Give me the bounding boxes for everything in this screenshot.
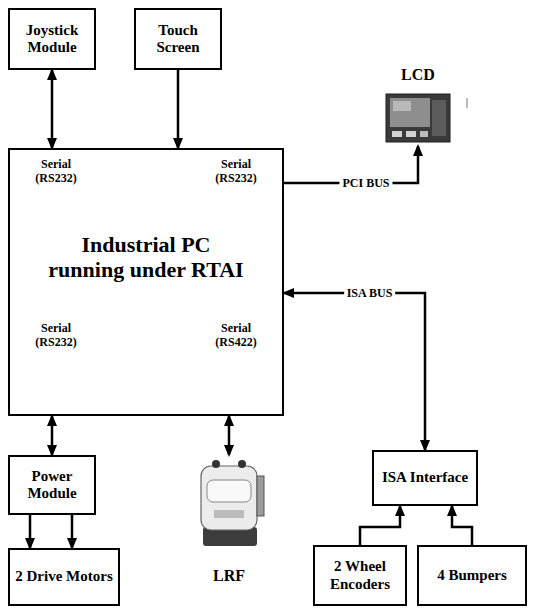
box-label: 4 Bumpers (437, 567, 507, 584)
box-label: 2 Drive Motors (15, 568, 112, 585)
port-label: Serial (RS422) (204, 322, 268, 350)
lcd-picture (386, 94, 468, 142)
motor-box: 2 Drive Motors (8, 548, 120, 606)
lcd-device: LCD (374, 66, 462, 146)
connector (177, 70, 180, 148)
box-label: Touch Screen (140, 22, 216, 57)
lcd-connector (432, 100, 446, 136)
lcd-chip (392, 131, 402, 137)
lcd-chip (420, 131, 428, 137)
port-label: Serial (RS232) (24, 322, 88, 350)
interface-box: ISA Interface (372, 450, 478, 506)
lcd-screen (390, 98, 430, 127)
module-box: Joystick Module (8, 8, 96, 70)
module-box: Power Module (8, 455, 96, 515)
lrf-body (201, 466, 257, 530)
lrf-window (207, 480, 251, 502)
sensor-box: 4 Bumpers (417, 545, 527, 606)
port-label: Serial (RS232) (204, 158, 268, 186)
lrf-bracket (257, 476, 264, 516)
connector (71, 515, 74, 548)
connector (29, 515, 32, 548)
port-label: Serial (RS232) (24, 158, 88, 186)
connector (284, 293, 425, 450)
lrf-knob (238, 460, 246, 468)
box-label: ISA Interface (382, 469, 468, 486)
device-label: LCD (374, 66, 462, 84)
pc-box: Serial (RS232) Serial (RS232) Industrial P… (8, 148, 284, 416)
connector (228, 416, 231, 455)
module-box: Touch Screen (134, 8, 222, 70)
lcd-mark (466, 98, 468, 108)
pc-title: Industrial PC running under RTAI (44, 232, 248, 283)
sensor-box: 2 Wheel Encoders (313, 545, 407, 606)
lcd-chip (406, 131, 416, 137)
connector (51, 416, 54, 455)
connector (452, 506, 472, 545)
lrf-plate (214, 510, 244, 518)
device-label: LRF (188, 567, 270, 585)
lrf-knob (212, 460, 220, 468)
box-label: 2 Wheel Encoders (319, 558, 401, 593)
lrf-device: LRF (188, 455, 270, 589)
box-label: Joystick Module (14, 22, 90, 57)
box-label: Power Module (14, 468, 90, 503)
lcd-detail (393, 101, 411, 111)
lcd-board (386, 94, 450, 142)
lrf-picture (201, 460, 264, 546)
bus-label: PCI BUS (339, 176, 392, 190)
connector (51, 70, 54, 148)
connector (360, 506, 400, 545)
bus-label: ISA BUS (344, 286, 396, 300)
